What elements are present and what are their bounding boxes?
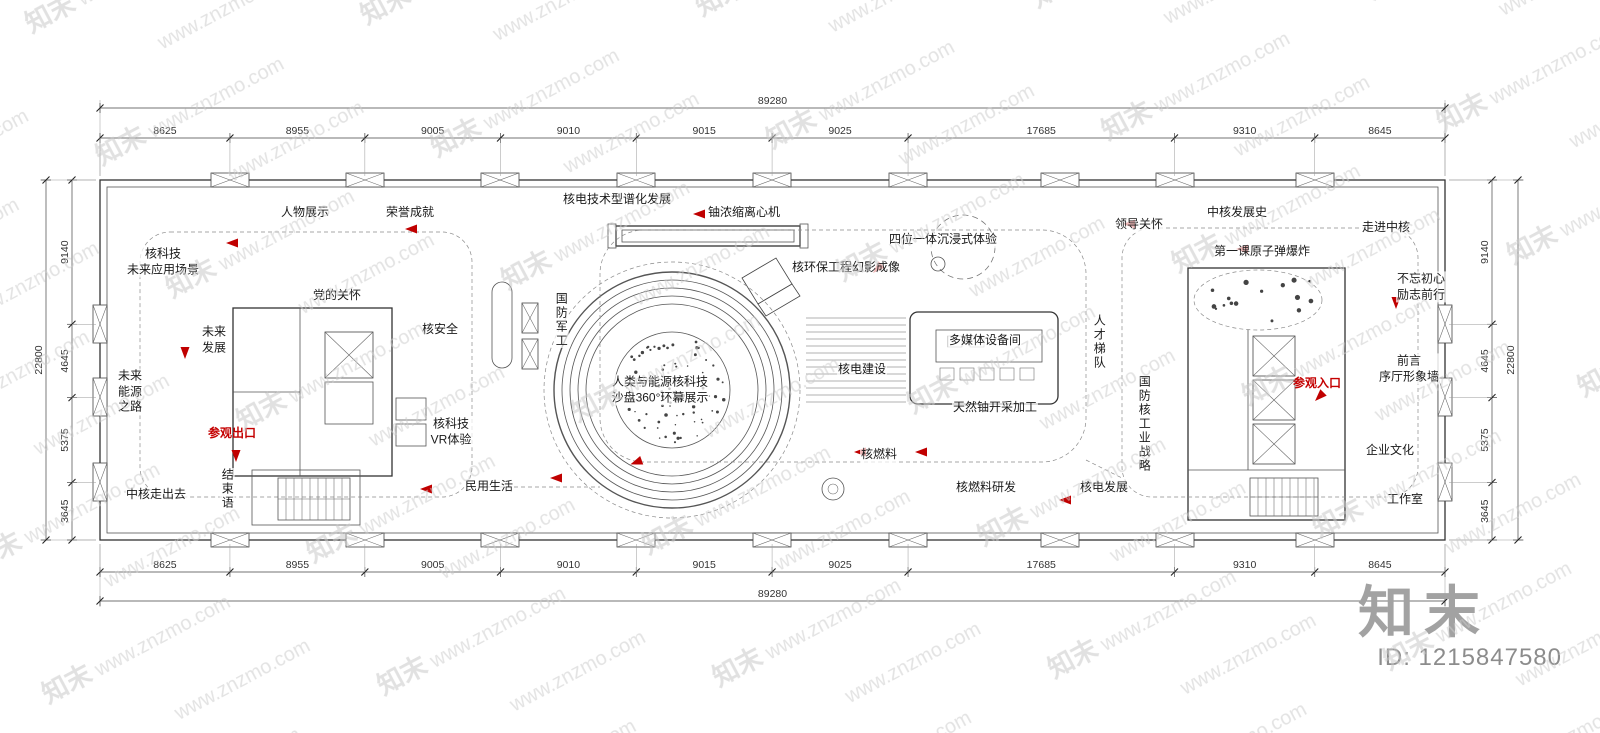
route-arrow bbox=[420, 484, 432, 494]
dimension-text: 3645 bbox=[1479, 499, 1491, 523]
dimension-text: 9025 bbox=[828, 559, 852, 571]
dimension-text: 17685 bbox=[1027, 125, 1056, 137]
dimension-text: 9005 bbox=[421, 125, 445, 137]
route-arrow bbox=[1059, 495, 1071, 505]
route-arrow bbox=[1315, 389, 1327, 401]
route-arrow bbox=[180, 347, 190, 359]
dimension-text: 9025 bbox=[828, 125, 852, 137]
dimension-text: 9140 bbox=[1479, 240, 1491, 264]
dimension-text: 4645 bbox=[59, 349, 71, 373]
dimension-text: 9140 bbox=[59, 240, 71, 264]
dimension-text: 8625 bbox=[153, 559, 177, 571]
dimension-text: 9010 bbox=[557, 559, 581, 571]
sandtable-dots bbox=[625, 277, 1314, 444]
route-arrow bbox=[693, 209, 705, 219]
dimension-text: 3645 bbox=[59, 499, 71, 523]
dimension-text: 8955 bbox=[286, 559, 310, 571]
dimension-text: 9310 bbox=[1233, 125, 1257, 137]
dimension-text: 5375 bbox=[59, 428, 71, 452]
route-arrow bbox=[1236, 244, 1248, 254]
dimension-text: 17685 bbox=[1027, 559, 1056, 571]
route-arrow bbox=[550, 473, 562, 483]
route-arrow bbox=[915, 447, 927, 457]
dimension-text: 9310 bbox=[1233, 559, 1257, 571]
dimension-text: 8645 bbox=[1368, 125, 1392, 137]
queue-hatch bbox=[806, 317, 906, 403]
dimension-text: 9005 bbox=[421, 559, 445, 571]
route-arrow bbox=[226, 238, 238, 248]
route-arrow bbox=[630, 456, 644, 465]
dimension-text: 89280 bbox=[758, 95, 787, 107]
dimension-text: 22800 bbox=[1505, 345, 1517, 374]
dimension-lines: 8625 8955 9005 9010 9015 9025 17685 9310 8645 892… bbox=[33, 95, 1523, 606]
route-arrow bbox=[1123, 219, 1135, 229]
route-arrow bbox=[873, 261, 885, 273]
route-arrow bbox=[854, 447, 866, 457]
route-arrow bbox=[1391, 297, 1401, 309]
dimension-text: 9010 bbox=[557, 125, 581, 137]
dimension-text: 89280 bbox=[758, 588, 787, 600]
dimension-text: 8625 bbox=[153, 125, 177, 137]
dimension-text: 5375 bbox=[1479, 428, 1491, 452]
dimension-text: 9015 bbox=[692, 125, 716, 137]
dimension-text: 4645 bbox=[1479, 349, 1491, 373]
dimension-text: 22800 bbox=[33, 345, 45, 374]
watermark-id: ID: 1215847580 bbox=[1377, 644, 1562, 671]
dimension-text: 8955 bbox=[286, 125, 310, 137]
dimension-text: 9015 bbox=[692, 559, 716, 571]
watermark-logo: 知末 bbox=[1358, 581, 1490, 644]
